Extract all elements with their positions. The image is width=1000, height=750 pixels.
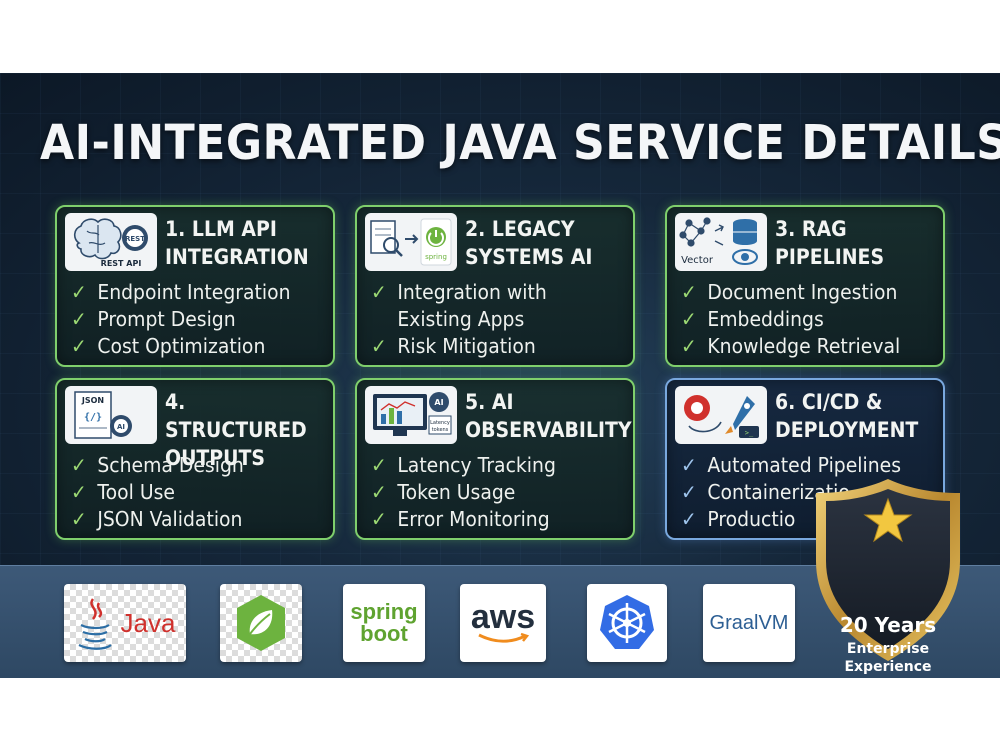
card-list: ✓Schema Design ✓Tool Use ✓JSON Validatio…	[71, 452, 335, 533]
card-legacy-systems-ai: spring 2. LEGACY SYSTEMS AI ✓Integration…	[355, 205, 635, 367]
check-icon: ✓	[71, 507, 87, 531]
document-search-spring-icon: spring	[365, 213, 457, 271]
tech-logo-bar: Java spring boot aws	[0, 565, 1000, 678]
java-logo: Java	[64, 584, 186, 662]
list-item: ✓Existing Apps	[397, 307, 525, 331]
list-item: ✓Knowledge Retrieval	[681, 334, 901, 358]
svg-text:REST: REST	[125, 235, 145, 243]
list-item: ✓Cost Optimization	[71, 334, 266, 358]
list-item: ✓Error Monitoring	[371, 507, 550, 531]
badge-years: 20 Years	[839, 613, 937, 637]
spring-leaf-logo	[220, 584, 302, 662]
monitor-chart-icon: AI Latency tokens	[365, 386, 457, 444]
vector-database-icon: Vector	[675, 213, 767, 271]
badge-enterprise: Enterprise	[846, 641, 930, 657]
check-icon: ✓	[681, 307, 697, 331]
card-list: ✓Endpoint Integration ✓Prompt Design ✓Co…	[71, 279, 335, 360]
check-icon: ✓	[681, 507, 697, 531]
svg-text:spring: spring	[425, 253, 447, 261]
check-icon: ✓	[371, 480, 387, 504]
list-item: ✓Token Usage	[371, 480, 516, 504]
aws-logo: aws	[460, 584, 546, 662]
card-list: ✓Latency Tracking ✓Token Usage ✓Error Mo…	[371, 452, 635, 533]
check-icon: ✓	[71, 307, 87, 331]
card-title: 6. CI/CD & DEPLOYMENT	[775, 390, 919, 442]
page-title: AI-INTEGRATED JAVA SERVICE DETAILS	[40, 115, 1000, 171]
check-icon: ✓	[71, 453, 87, 477]
check-icon: ✓	[681, 280, 697, 304]
json-gear-icon: JSON {/} AI	[65, 386, 157, 444]
list-item: ✓Latency Tracking	[371, 453, 556, 477]
github-rocket-icon: >_	[675, 386, 767, 444]
svg-text:Latency: Latency	[430, 420, 450, 426]
kubernetes-helm-icon	[600, 595, 654, 649]
list-item: ✓Endpoint Integration	[71, 280, 291, 304]
experience-badge: 20 Years Enterprise Experience	[810, 475, 966, 675]
list-item: ✓Prompt Design	[71, 307, 236, 331]
aws-smile-icon	[478, 632, 530, 643]
card-title: 2. LEGACY SYSTEMS AI	[465, 217, 593, 269]
list-item: ✓Schema Design	[71, 453, 244, 477]
svg-text:AI: AI	[117, 423, 125, 431]
svg-text:AI: AI	[434, 398, 443, 407]
list-item: ✓Risk Mitigation	[371, 334, 536, 358]
list-item: ✓JSON Validation	[71, 507, 243, 531]
card-title: 5. AI OBSERVABILITY	[465, 390, 632, 442]
check-icon: ✓	[681, 453, 697, 477]
banner: AI-INTEGRATED JAVA SERVICE DETAILS REST …	[0, 73, 1000, 678]
card-title: 3. RAG PIPELINES	[775, 217, 885, 269]
list-item: ✓Tool Use	[71, 480, 175, 504]
check-icon: ✓	[371, 280, 387, 304]
brain-gear-icon: REST REST API	[65, 213, 157, 271]
spring-leaf-icon	[237, 595, 285, 651]
list-item: ✓Automated Pipelines	[681, 453, 902, 477]
check-icon: ✓	[71, 280, 87, 304]
check-icon: ✓	[371, 334, 387, 358]
card-llm-api-integration: REST REST API 1. LLM API INTEGRATION ✓En…	[55, 205, 335, 367]
card-rag-pipelines: Vector 3. RAG PIPELINES ✓Document Ingest…	[665, 205, 945, 367]
kubernetes-logo	[587, 584, 667, 662]
svg-text:Vector: Vector	[681, 255, 714, 266]
shield-icon	[816, 479, 960, 661]
svg-text:tokens: tokens	[432, 427, 449, 433]
list-item: ✓Document Ingestion	[681, 280, 898, 304]
check-icon: ✓	[371, 507, 387, 531]
list-item: ✓Embeddings	[681, 307, 824, 331]
check-icon: ✓	[71, 480, 87, 504]
card-ai-observability: AI Latency tokens 5. AI OBSERVABILITY ✓L…	[355, 378, 635, 540]
card-title: 4. STRUCTURED OUTPUTS	[165, 390, 307, 470]
svg-text:{/}: {/}	[84, 412, 102, 423]
java-cup-icon	[78, 598, 112, 650]
card-structured-outputs: JSON {/} AI 4. STRUCTURED OUTPUTS ✓Schem…	[55, 378, 335, 540]
svg-text:REST API: REST API	[101, 259, 142, 268]
check-icon: ✓	[71, 334, 87, 358]
badge-experience: Experience	[844, 659, 932, 675]
graalvm-logo: GraalVM	[703, 584, 795, 662]
card-title: 1. LLM API INTEGRATION	[165, 217, 309, 269]
card-list: ✓Integration with ✓Existing Apps ✓Risk M…	[371, 279, 635, 360]
list-item: ✓Productio	[681, 507, 796, 531]
list-item: ✓Integration with	[371, 280, 547, 304]
card-list: ✓Document Ingestion ✓Embeddings ✓Knowled…	[681, 279, 945, 360]
check-icon: ✓	[681, 334, 697, 358]
spring-boot-logo: spring boot	[343, 584, 425, 662]
card-list: ✓Automated Pipelines ✓Containerizatio ✓P…	[681, 452, 945, 533]
svg-text:>_: >_	[745, 429, 754, 437]
check-icon: ✓	[681, 480, 697, 504]
svg-text:JSON: JSON	[81, 396, 104, 405]
check-icon: ✓	[371, 453, 387, 477]
